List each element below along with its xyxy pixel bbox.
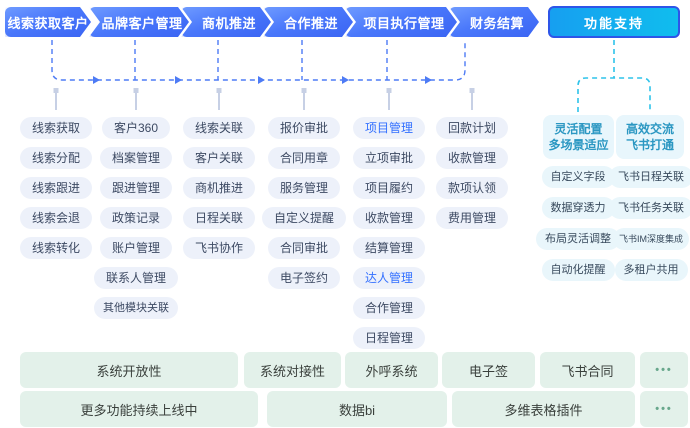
support-pill: 飞书任务关联 — [609, 197, 690, 219]
support-pill: 自动化提醒 — [541, 259, 615, 281]
feature-pill: 立项审批 — [352, 147, 425, 169]
capability-more-ellipsis: ••• — [640, 391, 688, 427]
capability-label: 多维表格插件 — [504, 402, 583, 418]
feature-pill: 其他模块关联 — [94, 297, 178, 319]
support-group-config-header: 灵活配置 多场景适应 — [543, 115, 614, 159]
feature-pill: 联系人管理 — [93, 267, 178, 289]
support-header-line: 灵活配置 — [554, 122, 603, 136]
feature-pill: 服务管理 — [267, 177, 340, 199]
feature-pill: 款项认领 — [435, 177, 508, 199]
flow-step-label: 项目执行管理 — [363, 15, 445, 31]
feature-pill: 线索获取 — [19, 117, 92, 139]
capability-label: 更多功能持续上线中 — [80, 402, 198, 418]
feature-pill: 结算管理 — [352, 237, 425, 259]
feature-pill: 线索分配 — [19, 147, 92, 169]
feature-pill: 线索关联 — [182, 117, 255, 139]
feature-pill: 收款管理 — [435, 147, 508, 169]
feature-pill: 线索跟进 — [19, 177, 92, 199]
feature-pill: 合同审批 — [267, 237, 340, 259]
feature-pill: 费用管理 — [435, 207, 508, 229]
support-pill: 布局灵活调整 — [536, 228, 620, 250]
support-pill: 数据穿透力 — [541, 197, 615, 219]
flow-step-opportunity: 商机推进 — [181, 7, 271, 37]
capability-label: 数据bi — [338, 402, 376, 418]
feature-pill-highlight: 项目管理 — [352, 117, 425, 139]
flow-step-label: 商机推进 — [201, 15, 256, 31]
flow-step-label: 品牌客户管理 — [101, 15, 183, 31]
feature-pill: 政策记录 — [99, 207, 172, 229]
feature-pill: 日程关联 — [182, 207, 255, 229]
feature-pill: 客户360 — [101, 117, 171, 139]
capability-esign: 电子签 — [442, 352, 535, 388]
feature-pill-highlight: 达人管理 — [352, 267, 425, 289]
feature-pill: 客户关联 — [182, 147, 255, 169]
column-brand-customer: 客户360 档案管理 跟进管理 政策记录 账户管理 联系人管理 其他模块关联 — [88, 117, 184, 319]
flow-step-brand-customer: 品牌客户管理 — [89, 7, 189, 37]
flow-step-label: 线索获取客户 — [7, 15, 89, 31]
support-header-line: 高效交流 — [625, 122, 674, 136]
capability-system-openness: 系统开放性 — [20, 352, 238, 388]
column-lead-acquisition: 线索获取 线索分配 线索跟进 线索会退 线索转化 — [8, 117, 104, 259]
flow-step-finance: 财务结算 — [449, 7, 539, 37]
capability-label: 系统对接性 — [259, 363, 325, 379]
flow-step-lead-acquisition: 线索获取客户 — [5, 7, 91, 37]
feature-pill: 电子签约 — [267, 267, 340, 289]
feature-pill: 收款管理 — [352, 207, 425, 229]
feature-pill: 跟进管理 — [99, 177, 172, 199]
capability-data-bi: 数据bi — [267, 391, 447, 427]
support-button: 功能支持 — [548, 6, 680, 38]
support-pill: 飞书日程关联 — [609, 166, 690, 188]
flow-arrowheads — [93, 76, 432, 84]
column-cooperation: 报价审批 合同用章 服务管理 自定义提醒 合同审批 电子签约 — [256, 117, 352, 289]
support-button-label: 功能支持 — [583, 15, 644, 31]
capability-system-integration: 系统对接性 — [244, 352, 341, 388]
ellipsis-icon: ••• — [655, 403, 673, 415]
capability-label: 电子签 — [468, 363, 508, 379]
support-pill: 自定义字段 — [541, 166, 615, 188]
support-group-feishu-header: 高效交流 飞书打通 — [616, 115, 684, 159]
flow-step-label: 合作推进 — [283, 15, 338, 31]
flow-step-cooperation: 合作推进 — [263, 7, 353, 37]
support-feishu-items: 飞书日程关联 飞书任务关联 飞书IM深度集成 多租户共用 — [609, 166, 690, 281]
feature-pill: 账户管理 — [99, 237, 172, 259]
support-pill: 飞书IM深度集成 — [613, 228, 689, 250]
capability-more-features: 更多功能持续上线中 — [20, 391, 258, 427]
feature-pill: 自定义提醒 — [261, 207, 346, 229]
capability-bitable-plugin: 多维表格插件 — [452, 391, 635, 427]
support-pill: 多租户共用 — [614, 259, 688, 281]
column-project-exec: 项目管理 立项审批 项目履约 收款管理 结算管理 达人管理 合作管理 日程管理 — [341, 117, 437, 349]
feature-pill: 飞书协作 — [182, 237, 255, 259]
feature-pill: 报价审批 — [267, 117, 340, 139]
feature-pill: 合同用章 — [267, 147, 340, 169]
feature-pill: 项目履约 — [352, 177, 425, 199]
feature-pill: 合作管理 — [352, 297, 425, 319]
column-drop-lines — [55, 93, 473, 110]
flow-step-project-exec: 项目执行管理 — [345, 7, 457, 37]
capability-label: 系统开放性 — [96, 363, 162, 379]
support-config-items: 自定义字段 数据穿透力 布局灵活调整 自动化提醒 — [536, 166, 620, 281]
support-branch-lines — [577, 40, 651, 112]
capability-label: 飞书合同 — [561, 363, 614, 379]
feature-pill: 回款计划 — [435, 117, 508, 139]
column-opportunity: 线索关联 客户关联 商机推进 日程关联 飞书协作 — [171, 117, 267, 259]
support-header-line: 飞书打通 — [625, 138, 674, 152]
capability-feishu-contract: 飞书合同 — [540, 352, 635, 388]
flow-step-label: 财务结算 — [469, 15, 524, 31]
ellipsis-icon: ••• — [655, 364, 673, 376]
feature-pill: 档案管理 — [99, 147, 172, 169]
feature-pill: 商机推进 — [182, 177, 255, 199]
feature-pill: 线索会退 — [19, 207, 92, 229]
feature-pill: 日程管理 — [352, 327, 425, 349]
support-header-line: 多场景适应 — [548, 138, 609, 152]
feature-pill: 线索转化 — [19, 237, 92, 259]
column-finance: 回款计划 收款管理 款项认领 费用管理 — [424, 117, 520, 229]
capability-more-ellipsis: ••• — [640, 352, 688, 388]
capability-outbound-call: 外呼系统 — [345, 352, 438, 388]
capability-label: 外呼系统 — [365, 363, 418, 379]
column-drop-caps — [53, 88, 475, 93]
